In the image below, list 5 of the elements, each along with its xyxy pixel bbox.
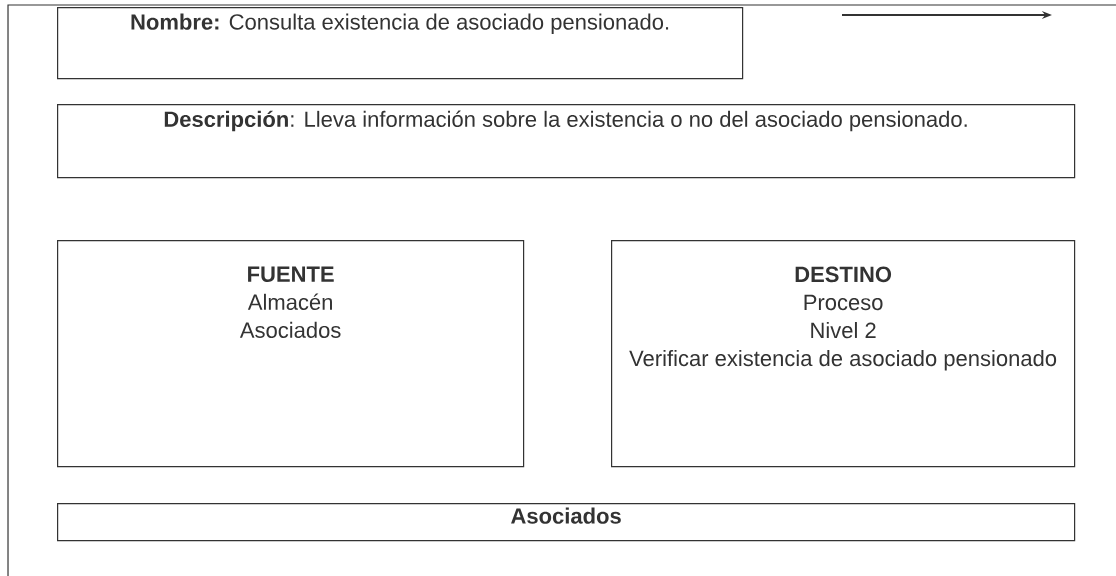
description-box: Descripción: Lleva información sobre la existencia o no del asociado pensionado.	[57, 104, 1076, 179]
destination-box: DESTINO Proceso Nivel 2 Verificar existencia de asociado pensionado	[611, 240, 1076, 468]
title-box: Asociados	[57, 502, 1076, 542]
source-box: FUENTE Almacén Asociados	[57, 240, 525, 468]
name-box: Nombre: Consulta existencia de asociado pensionado.	[57, 7, 744, 80]
